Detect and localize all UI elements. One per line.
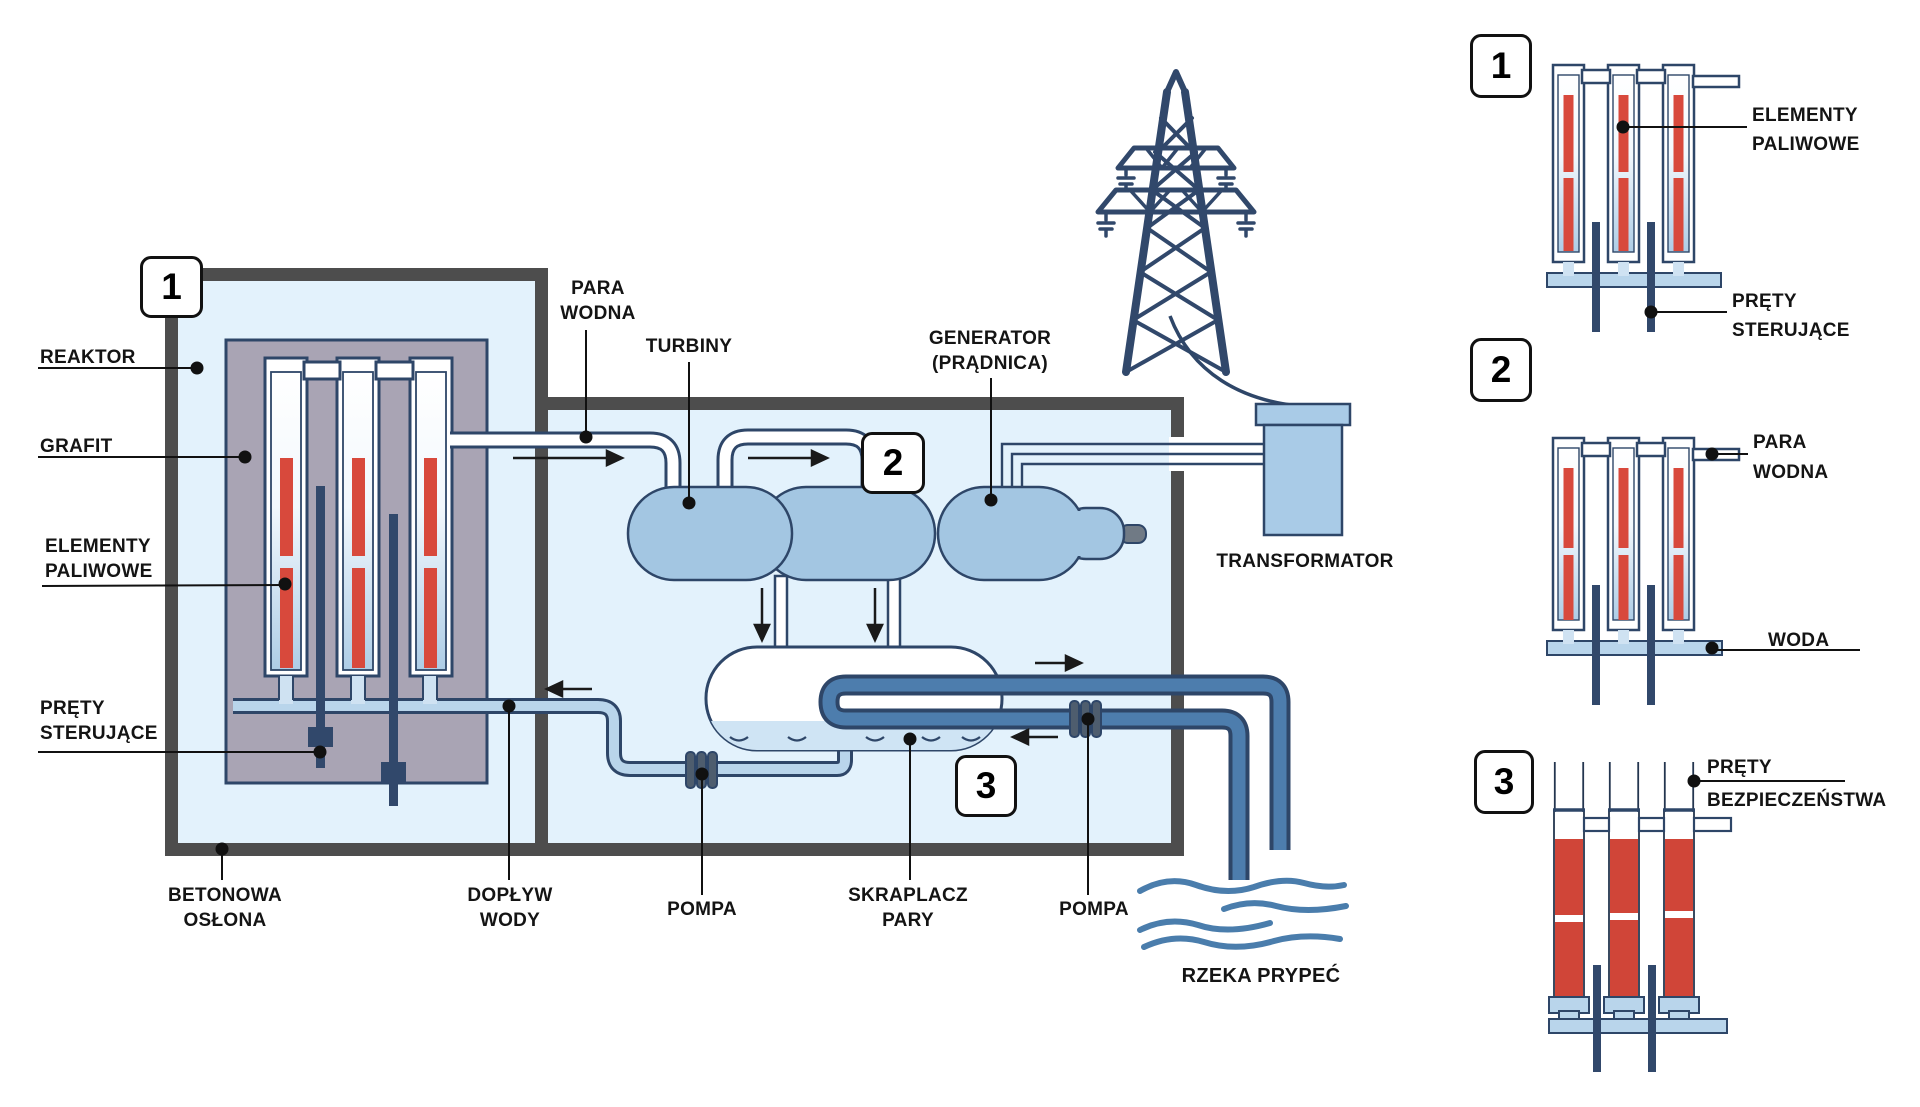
badge-panel-3: 3 [1474,750,1534,814]
generator-wires [1000,442,1264,490]
water-wave-icon [729,736,981,742]
main-steam-pipe [450,431,682,492]
label-line: BETONOWA [168,885,282,906]
flow-arrows [513,449,1084,746]
label-line: OSŁONA [183,910,267,932]
label-line: STERUJĄCE [1732,320,1850,342]
label-line: GENERATOR [928,328,1052,349]
label-line: WODNA [1753,462,1829,484]
label-pompa-left: POMPA [667,899,737,920]
label-betonowa-oslona: BETONOWA OSŁONA [168,883,282,933]
label-line: SKRAPLACZ [848,885,968,906]
turbine-hall [548,410,1171,843]
generator [936,485,1147,582]
label-generator: GENERATOR (PRĄDNICA) [929,326,1051,376]
panel-3-safety-rods [1548,762,1733,1072]
label-line: PRĘTY [1707,757,1772,778]
label-line: DOPŁYW [467,885,553,906]
label-para-wodna: PARA WODNA [560,276,635,326]
label-line: WODY [479,910,541,932]
label-line: PRĘTY [1732,291,1797,312]
label-grafit: GRAFIT [40,436,113,457]
transmission-tower-icon [1095,69,1257,376]
steam-header-bridges [302,360,415,381]
power-line-wire [1168,315,1300,408]
cooling-water-loop [818,674,1291,880]
control-rods-panel2 [1592,585,1655,705]
label-line: PRĘTY [40,698,105,719]
badge-reactor: 1 [140,256,203,318]
label-line: (PRĄDNICA) [932,353,1048,375]
label-line: PARY [882,910,934,932]
badge-condenser: 3 [955,755,1017,817]
concrete-shield-walls [165,268,1184,856]
leader-lines [38,120,1860,895]
label-line: WODNA [560,303,636,325]
feedwater-pipe [233,698,853,777]
label-line: STERUJĄCE [40,723,158,745]
fuel-rods [280,458,437,668]
label-prety-sterujace: PRĘTY STERUJĄCE [40,696,158,746]
label-rzeka-prypec: RZEKA PRYPEĆ [1181,965,1341,987]
label-panel-elementy-paliwowe: ELEMENTY PALIWOWE [1752,101,1860,160]
label-panel-para-wodna: PARA WODNA [1753,428,1828,489]
turbine-1 [626,485,794,582]
label-doplyw-wody: DOPŁYW WODY [467,883,552,933]
label-line: PALIWOWE [1752,134,1860,156]
steam-condenser [704,645,1004,752]
panel-1-fuel-elements [1546,63,1741,332]
control-rods-main [308,486,406,806]
label-transformator: TRANSFORMATOR [1216,551,1394,572]
label-skraplacz-pary: SKRAPLACZ PARY [848,883,968,933]
label-reaktor: REAKTOR [40,347,136,368]
label-line: PARA [1753,432,1807,453]
label-panel-prety-sterujace: PRĘTY STERUJĄCE [1732,287,1850,346]
badge-panel-2: 2 [1470,338,1532,402]
channel-stubs [278,676,438,704]
label-panel-woda: WODA [1768,630,1830,651]
control-rods-panel1 [1592,222,1655,332]
label-pompa-right: POMPA [1059,899,1129,920]
label-line: ELEMENTY [1752,105,1858,126]
panel-2-steam-water [1546,436,1741,705]
badge-turbines: 2 [861,432,925,494]
transformer [1254,402,1352,537]
badge-panel-1: 1 [1470,34,1532,98]
control-rods-panel3 [1593,965,1656,1072]
river-icon [1137,877,1349,950]
label-line: PALIWOWE [45,561,153,583]
fuel-channels-main [263,356,454,704]
label-panel-prety-bezpieczenstwa: PRĘTY BEZPIECZEŃSTWA [1707,752,1886,817]
label-elementy-paliwowe: ELEMENTY PALIWOWE [45,534,153,584]
label-line: PARA [571,278,625,299]
label-line: BEZPIECZEŃSTWA [1707,789,1887,811]
label-line: ELEMENTY [45,536,151,557]
label-turbiny: TURBINY [645,336,733,357]
